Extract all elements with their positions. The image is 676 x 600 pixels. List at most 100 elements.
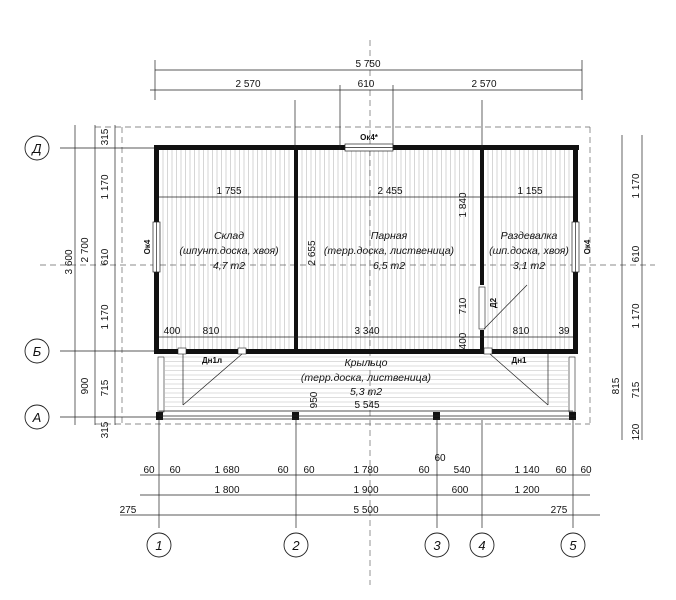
axis-label: 4 <box>478 538 485 553</box>
dim-b1-60g: 60 <box>555 465 567 476</box>
axis-bubble-1: 1 <box>146 532 172 558</box>
dim-b1-1780: 1 780 <box>353 465 378 476</box>
dim-b1-540: 540 <box>454 465 471 476</box>
room-steam: Парная (терр.доска, лиственица) 6,5 m2 <box>324 230 454 272</box>
dim-b2-600: 600 <box>452 485 469 496</box>
room-material: (шпунт.доска, хвоя) <box>179 245 278 257</box>
dim-left-total: 3 600 <box>64 249 75 274</box>
axis-label: 2 <box>291 538 300 553</box>
axis-label: А <box>32 410 42 425</box>
dim-b3-275b: 275 <box>551 505 568 516</box>
axis-label: 1 <box>155 538 162 553</box>
axis-label: Д <box>30 141 41 156</box>
dim-mid-span: 610 <box>358 79 375 90</box>
dim-b1-60e: 60 <box>418 465 430 476</box>
dim-39: 39 <box>558 326 570 337</box>
dim-400b: 400 <box>458 332 469 349</box>
dim-1155: 1 155 <box>517 186 542 197</box>
dim-b1-60a: 60 <box>143 465 155 476</box>
axis-bubble-B: Б <box>24 338 50 364</box>
dim-left-610: 610 <box>100 248 111 265</box>
dim-overall-width: 5 750 <box>355 59 380 70</box>
dim-right-1170-a: 1 170 <box>631 173 642 198</box>
axis-label: 5 <box>569 538 577 553</box>
dim-left-715: 715 <box>100 379 111 396</box>
dim-b1-1140: 1 140 <box>514 465 539 476</box>
door-tag-d2: Д2 <box>489 297 498 308</box>
dim-b2-1800: 1 800 <box>214 485 239 496</box>
room-name: Склад <box>214 230 244 242</box>
dim-b1-60d: 60 <box>303 465 315 476</box>
dim-1840: 1 840 <box>458 192 469 217</box>
dim-right-1170-b: 1 170 <box>631 303 642 328</box>
dim-right-715: 715 <box>631 381 642 398</box>
dim-left-1170-a: 1 170 <box>100 174 111 199</box>
dim-left-span: 2 570 <box>235 79 260 90</box>
dim-3340: 3 340 <box>354 326 379 337</box>
dim-400a: 400 <box>164 326 181 337</box>
room-area: 5,3 m2 <box>350 386 382 398</box>
axis-bubble-D: Д <box>24 135 50 161</box>
axis-bubble-4: 4 <box>469 532 495 558</box>
window-tag-top: Ок4* <box>360 133 379 142</box>
room-material: (терр.доска, лиственица) <box>301 372 431 384</box>
room-storage: Склад (шпунт.доска, хвоя) 4,7 m2 <box>179 230 278 272</box>
room-material: (терр.доска, лиственица) <box>324 245 454 257</box>
axis-bubble-5: 5 <box>560 532 586 558</box>
dim-left-315-bot: 315 <box>100 421 111 438</box>
floor-hatching <box>162 150 570 412</box>
dim-b1-1680: 1 680 <box>214 465 239 476</box>
dim-left-1170-b: 1 170 <box>100 304 111 329</box>
dim-right-610: 610 <box>631 245 642 262</box>
room-area: 3,1 m2 <box>513 260 545 272</box>
dim-right-120: 120 <box>631 423 642 440</box>
left-dimensions <box>74 125 116 425</box>
doors <box>177 284 549 406</box>
dim-2455: 2 455 <box>377 186 402 197</box>
room-area: 6,5 m2 <box>373 260 405 272</box>
axis-label: 3 <box>433 538 441 553</box>
dim-b3-5500: 5 500 <box>353 505 378 516</box>
room-name: Парная <box>371 230 408 242</box>
dim-right-span: 2 570 <box>471 79 496 90</box>
dim-left-315-top: 315 <box>100 128 111 145</box>
dim-950: 950 <box>309 391 320 408</box>
axis-lines <box>40 40 655 585</box>
window-tag-left: Ок4 <box>143 239 152 254</box>
dim-810b: 810 <box>513 326 530 337</box>
dim-2655: 2 655 <box>307 240 318 265</box>
room-area: 4,7 m2 <box>213 260 245 272</box>
axis-bubble-2: 2 <box>283 532 309 558</box>
axis-bubble-A: А <box>24 404 50 430</box>
door-tag-dn1: Дн1 <box>512 356 528 365</box>
dim-5545: 5 545 <box>354 400 379 411</box>
windows <box>152 143 580 413</box>
dim-left-lower: 900 <box>80 377 91 394</box>
room-changing: Раздевалка (шп.доска, хвоя) 3,1 m2 <box>489 230 569 272</box>
dim-b1-60b: 60 <box>169 465 181 476</box>
dim-b1-60c: 60 <box>277 465 289 476</box>
room-porch: Крыльцо (терр.доска, лиственица) 5,3 m2 <box>301 357 431 398</box>
dim-b1-60h: 60 <box>580 465 592 476</box>
right-dimensions <box>621 135 643 440</box>
interior-dimension-lines <box>159 196 573 412</box>
room-name: Раздевалка <box>501 230 558 242</box>
dim-1755: 1 755 <box>216 186 241 197</box>
dim-b1-60f: 60 <box>434 453 446 464</box>
dim-710: 710 <box>458 297 469 314</box>
door-tag-dn1l: Дн1л <box>202 356 222 365</box>
axis-label: Б <box>33 344 42 359</box>
dim-left-upper: 2 700 <box>80 237 91 262</box>
dim-810a: 810 <box>203 326 220 337</box>
window-tag-right: Ок4 <box>583 239 592 254</box>
bottom-dimensions <box>120 474 600 516</box>
top-dimensions <box>150 60 583 150</box>
dim-b2-1200: 1 200 <box>514 485 539 496</box>
room-name: Крыльцо <box>344 357 387 369</box>
dim-b2-1900: 1 900 <box>353 485 378 496</box>
room-material: (шп.доска, хвоя) <box>489 245 569 257</box>
axis-bubble-3: 3 <box>424 532 450 558</box>
dim-b3-275a: 275 <box>120 505 137 516</box>
dim-right-815: 815 <box>611 377 622 394</box>
